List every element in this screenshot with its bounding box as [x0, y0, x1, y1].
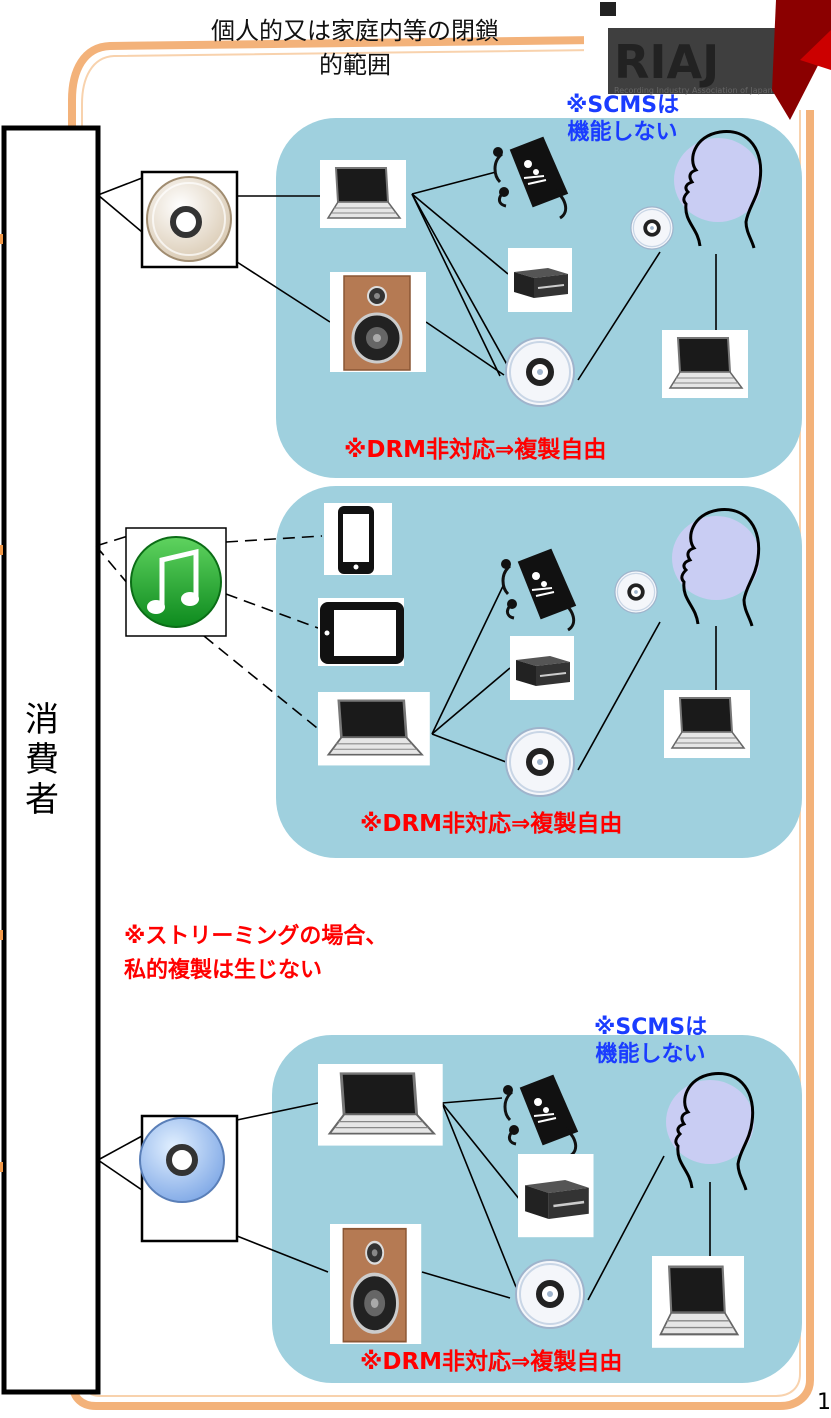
disc-icon [613, 569, 659, 615]
laptop-icon [316, 690, 432, 767]
disc-icon [506, 728, 574, 796]
consumer-label: 消費者 [25, 700, 59, 820]
scms-note-2: ※SCMSは 機能しない [594, 1015, 708, 1067]
recorder-icon [507, 247, 573, 313]
riaj-logo: RIAJ [584, 0, 831, 120]
recorder-icon [516, 1152, 595, 1239]
drm-note-2: ※DRM非対応⇒複製自由 [360, 811, 623, 837]
riaj-logo-subtitle: Recording Industry Association of Japan [614, 86, 773, 95]
page-number: 1 [817, 1390, 831, 1415]
smartphone-icon [324, 503, 392, 575]
scms-note-1: ※SCMSは 機能しない [566, 93, 680, 145]
laptop-icon [319, 159, 407, 229]
laptop-icon [663, 689, 751, 759]
disc-icon [506, 338, 574, 406]
blue-cd-source-icon [139, 1114, 239, 1243]
scope-label: 個人的又は家庭内等の閉鎖的範囲 [211, 17, 499, 79]
tablet-icon [318, 598, 404, 666]
music-note-icon [125, 527, 227, 637]
laptop-icon [650, 1254, 746, 1350]
laptop-icon [661, 329, 749, 399]
streaming-note: ※ストリーミングの場合、 私的複製は生じない [124, 924, 388, 983]
speaker-icon [328, 270, 428, 374]
consumer-bar [1, 125, 101, 1395]
svg-text:RIAJ: RIAJ [614, 35, 719, 89]
laptop-icon [316, 1062, 445, 1148]
disc-icon [629, 205, 675, 251]
cd-source-icon [140, 170, 239, 269]
disc-icon [516, 1260, 584, 1328]
drm-note-1: ※DRM非対応⇒複製自由 [344, 437, 607, 463]
recorder-icon [509, 635, 575, 701]
speaker-icon [328, 1222, 423, 1346]
drm-note-3: ※DRM非対応⇒複製自由 [360, 1349, 623, 1375]
